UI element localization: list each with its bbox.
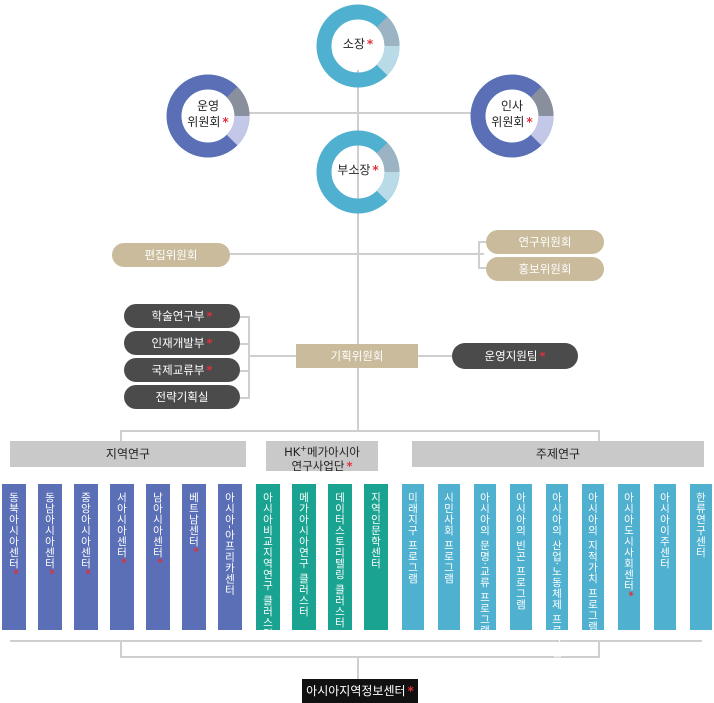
director-label: 소장* [342,37,374,51]
editorial-committee: 편집위원회 [112,243,230,267]
deputy-label: 부소장* [337,163,379,177]
connector-line [248,316,250,398]
regional-center-column: 중앙아시아센터* [74,484,98,630]
regional-center-column: 동북아시아센터* [2,484,26,630]
planning-committee: 기획위원회 [296,344,418,368]
thematic-program-column: 아시아이주센터 [654,484,676,630]
thematic-program-column: 아시아의 산업·노동체제 프로그램 [546,484,568,658]
hr-committee-ring [470,74,554,158]
thematic-program-column: 시민사회 프로그램 [438,484,460,630]
regional-center-column: 동남아시아센터* [38,484,62,630]
thematic-program-column: 미래지구 프로그램 [402,484,424,630]
connector-line [10,640,702,642]
hr-committee-label: 인사 위원회* [491,99,533,129]
hk-cluster-column: 메가아시아연구 클러스터 [292,484,316,630]
connector-line [240,112,476,114]
department-item: 학술연구부* [124,304,240,328]
regional-center-column: 아시아-아프리카센터 [218,484,242,630]
thematic-program-column: 아시아의 빈곤 프로그램 [510,484,532,630]
regional-header: 지역연구 [10,441,246,467]
hk-header: HK+메가아시아 연구사업단* [266,441,378,473]
connector-line [120,640,122,658]
department-item: 전략기획실 [124,385,240,409]
hk-cluster-column: 지역인문학센터 [364,484,388,630]
department-label: 국제교류부 [151,363,205,377]
asia-info-center: 아시아지역정보센터* [302,679,418,703]
thematic-header: 주제연구 [412,441,704,467]
regional-center-column: 남아시아센터* [146,484,170,630]
department-label: 학술연구부 [151,309,205,323]
connector-line [120,430,122,442]
regional-center-column: 베트남센터* [182,484,206,630]
regional-center-column: 서아시아센터* [110,484,134,630]
hk-cluster-column: 아시아비교지역연구 클러스터 [256,484,280,639]
ops-support-team: 운영지원팀* [452,343,578,369]
ops-committee-ring [166,74,250,158]
research-committee: 연구위원회 [486,230,604,254]
hk-cluster-column: 데이터스토리텔링 클러스터 [328,484,352,630]
connector-line [230,253,484,255]
connector-line [240,370,250,372]
connector-line [120,656,598,658]
thematic-program-column: 아시아도시사회센터* [618,484,640,630]
connector-line [598,430,600,442]
department-item: 국제교류부* [124,358,240,382]
connector-line [478,241,488,243]
connector-line [357,656,359,680]
ops-committee-label: 운영 위원회* [187,99,229,129]
connector-line [240,397,250,399]
pr-committee: 홍보위원회 [486,257,604,281]
connector-line [598,640,600,658]
thematic-program-column: 아시아의 지적가치 프로그램 [582,484,604,632]
connector-line [120,430,600,432]
thematic-program-column: 아시아의 문명·교류 프로그램 [474,484,496,636]
connector-line [357,70,359,430]
department-label: 인재개발부 [151,336,205,350]
connector-line [240,343,250,345]
deputy-ring [316,130,400,214]
connector-line [478,241,480,269]
thematic-program-column: 한류연구센터 [690,484,712,630]
connector-line [240,316,250,318]
director-ring [316,4,400,88]
connector-line [478,267,488,269]
department-item: 인재개발부* [124,331,240,355]
department-label: 전략기획실 [155,390,209,404]
